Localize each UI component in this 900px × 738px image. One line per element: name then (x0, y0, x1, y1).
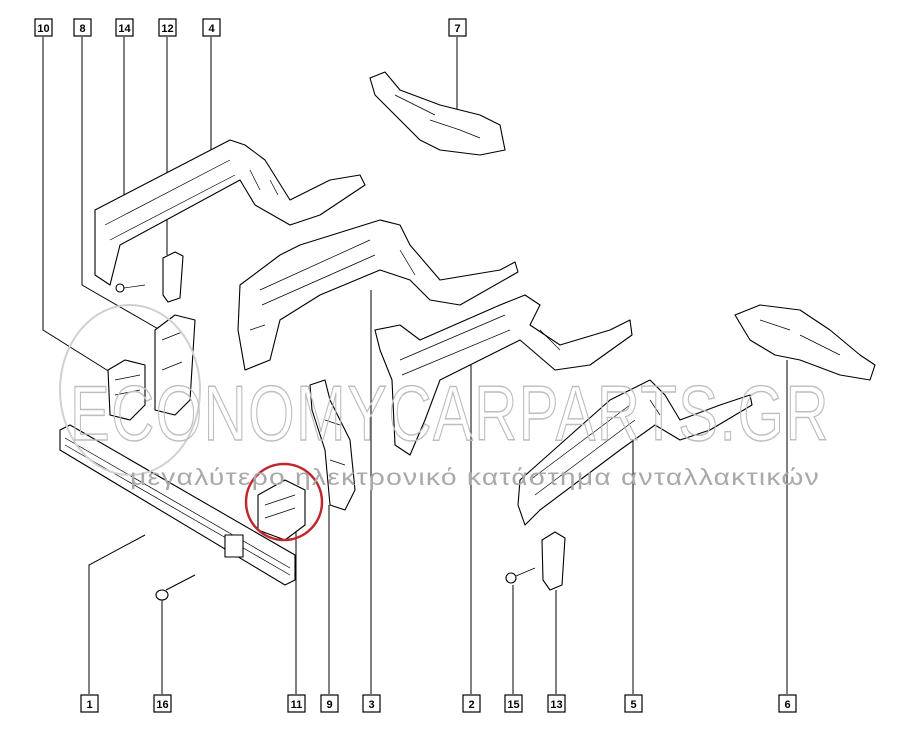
callout-8[interactable]: 8 (73, 18, 92, 37)
part-10-crash-box (107, 359, 146, 421)
part-15-bolt (505, 567, 536, 584)
callout-15[interactable]: 15 (504, 694, 523, 713)
callout-11[interactable]: 11 (287, 694, 306, 713)
callout-7[interactable]: 7 (448, 18, 467, 37)
callout-9[interactable]: 9 (320, 694, 339, 713)
callout-13[interactable]: 13 (547, 694, 566, 713)
svg-text:8: 8 (79, 23, 85, 35)
svg-text:10: 10 (37, 23, 49, 35)
part-9-upright (309, 379, 356, 511)
svg-text:3: 3 (368, 699, 374, 711)
callout-3[interactable]: 3 (362, 694, 381, 713)
part-5-side-member (517, 379, 753, 526)
callout-5[interactable]: 5 (624, 694, 643, 713)
part-1-bumper-beam (59, 424, 296, 586)
svg-text:4: 4 (208, 23, 215, 35)
svg-text:6: 6 (784, 699, 790, 711)
leader-lines (42, 37, 788, 694)
callout-16[interactable]: 16 (153, 694, 172, 713)
watermark-tagline: μεγαλύτερο ηλεκτρονικό κατάστημα ανταλλα… (130, 464, 820, 490)
svg-text:14: 14 (118, 23, 131, 35)
part-8-bracket (154, 314, 196, 416)
callout-14[interactable]: 14 (115, 18, 134, 37)
part-3-front-rail (237, 219, 519, 371)
svg-text:7: 7 (454, 23, 460, 35)
svg-text:13: 13 (550, 699, 562, 711)
callout-6[interactable]: 6 (778, 694, 797, 713)
callout-4[interactable]: 4 (202, 18, 221, 37)
part-12-clip (162, 251, 184, 303)
part-2-lower-rail (374, 294, 633, 456)
svg-text:11: 11 (291, 699, 303, 711)
part-14-bolt (115, 283, 146, 293)
callout-10[interactable]: 10 (34, 18, 53, 37)
part-16-tow-hook (155, 574, 196, 601)
part-6-rear-bracket (734, 304, 876, 381)
watermark-logo (59, 304, 201, 476)
svg-text:2: 2 (468, 699, 474, 711)
part-13-bracket (541, 531, 566, 591)
callout-2[interactable]: 2 (462, 694, 481, 713)
svg-text:15: 15 (507, 699, 519, 711)
part-4-upper-rail (94, 139, 366, 286)
svg-text:1: 1 (86, 699, 92, 711)
watermark: ECONOMYCARPARTS.GR μεγαλύτερο ηλεκτρονικ… (59, 304, 830, 490)
svg-text:16: 16 (156, 699, 168, 711)
svg-text:5: 5 (630, 699, 636, 711)
svg-text:9: 9 (326, 699, 332, 711)
part-7-rear-member (369, 71, 506, 156)
svg-text:12: 12 (161, 23, 173, 35)
highlight-circle-part-11 (244, 462, 324, 542)
callout-1[interactable]: 1 (80, 694, 99, 713)
watermark-brand: ECONOMYCARPARTS.GR (70, 369, 830, 457)
callout-12[interactable]: 12 (158, 18, 177, 37)
